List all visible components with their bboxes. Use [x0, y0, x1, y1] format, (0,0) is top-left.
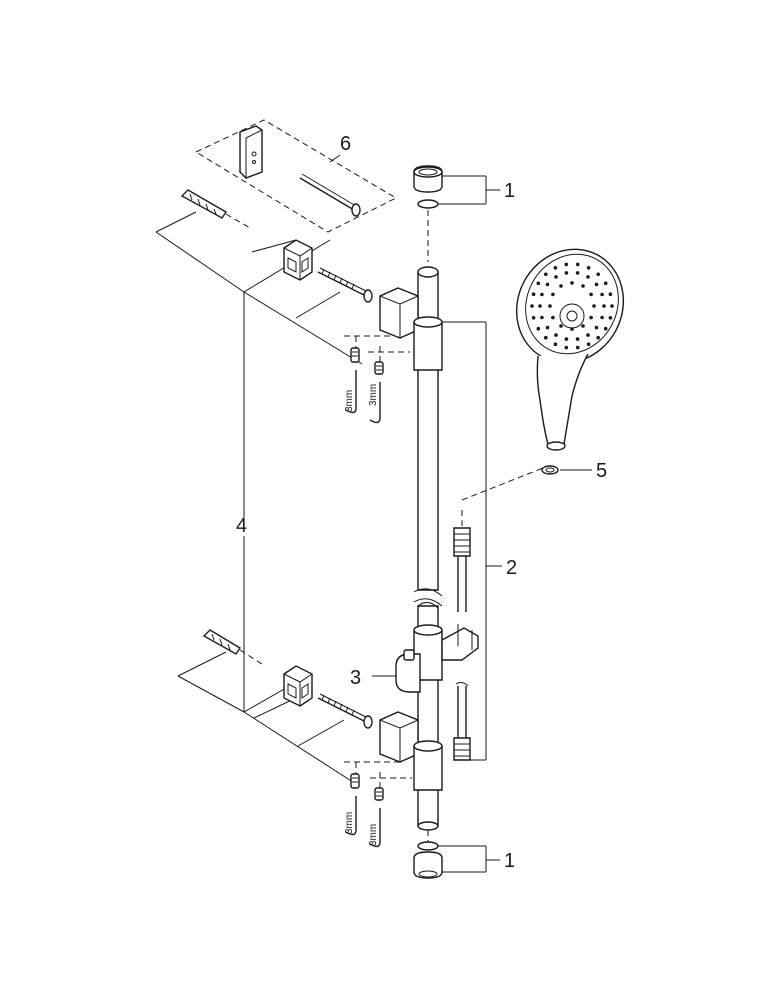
nozzle-dot [564, 271, 569, 275]
callout-4: 4 [236, 515, 247, 537]
upper-rail-bracket [379, 287, 443, 371]
callout-1-bottom: 1 [504, 850, 515, 872]
nozzle-dot [592, 304, 596, 308]
lower-screw [317, 693, 373, 729]
nozzle-dot [538, 304, 542, 308]
nozzle-dot [545, 282, 550, 287]
nozzle-dot [564, 345, 569, 350]
nozzle-dot [575, 337, 580, 341]
nozzle-dot [603, 281, 608, 286]
nozzle-dot [540, 315, 544, 320]
nozzle-dot [600, 315, 604, 320]
top-end-cap [413, 165, 443, 209]
part-2-leader [442, 321, 549, 761]
upper-screw [317, 267, 373, 303]
nozzle-dot [564, 337, 569, 341]
nozzle-dot [575, 271, 580, 275]
nozzle-dot [553, 342, 558, 347]
nozzle-dot [559, 284, 563, 288]
nozzle-dot [570, 327, 574, 331]
part-1-bottom-leader [438, 845, 500, 873]
nozzle-dot [551, 315, 555, 320]
nozzle-dot [596, 335, 600, 340]
nozzle-dot [600, 292, 604, 297]
lower-rail-bracket [379, 711, 443, 791]
nozzle-dot [559, 324, 563, 328]
hand-shower [515, 248, 625, 451]
nozzle-dot [531, 292, 536, 297]
part-1-top-leader [438, 175, 500, 205]
lower-bracket-block [283, 665, 313, 707]
nozzle-dot [544, 272, 548, 277]
nozzle-pattern [530, 262, 614, 350]
flow-washer [541, 465, 592, 475]
lower-hex-keys [344, 761, 412, 848]
nozzle-dot [545, 325, 550, 330]
nozzle-dot [548, 304, 552, 308]
nozzle-dot [544, 335, 548, 340]
nozzle-dot [581, 324, 585, 328]
nozzle-dot [570, 281, 574, 285]
nozzle-dot [581, 284, 585, 288]
bottom-end-cap [413, 841, 443, 879]
nozzle-dot [596, 272, 600, 277]
nozzle-dot [530, 304, 534, 308]
hex-key-label-3: 3mm [344, 812, 355, 834]
part-6-wall-template [194, 119, 398, 233]
upper-mounting-lines [155, 211, 363, 365]
nozzle-dot [536, 281, 541, 286]
nozzle-dot [589, 292, 593, 297]
nozzle-dot [594, 325, 599, 330]
upper-wall-plug [180, 189, 251, 229]
nozzle-dot [531, 316, 536, 320]
sliding-holder [395, 624, 479, 693]
nozzle-dot [608, 316, 613, 320]
nozzle-dot [603, 326, 608, 331]
callout-5: 5 [596, 460, 607, 482]
hex-key-label-2: 3mm [368, 384, 379, 406]
lower-mounting-lines [177, 651, 357, 785]
nozzle-dot [553, 266, 558, 270]
upper-hex-keys [344, 335, 410, 424]
nozzle-dot [575, 345, 580, 350]
nozzle-dot [540, 292, 544, 297]
nozzle-dot [610, 304, 614, 308]
callout-1-top: 1 [504, 180, 515, 202]
nozzle-dot [602, 304, 606, 308]
callout-2: 2 [506, 557, 517, 579]
nozzle-dot [586, 342, 591, 347]
nozzle-dot [586, 266, 591, 270]
nozzle-dot [594, 282, 599, 287]
hex-key-label-4: 3mm [368, 824, 379, 846]
hex-key-label-1: 3mm [344, 390, 355, 412]
nozzle-dot [608, 292, 613, 297]
nozzle-dot [586, 275, 590, 279]
nozzle-dot [564, 262, 569, 267]
nozzle-dot [589, 315, 593, 320]
callout-3: 3 [350, 667, 361, 689]
upper-bracket-block [283, 239, 313, 281]
nozzle-dot [554, 333, 558, 337]
nozzle-dot [586, 333, 590, 337]
nozzle-dot [551, 292, 555, 297]
nozzle-dot [554, 275, 558, 279]
nozzle-dot [575, 262, 580, 267]
nozzle-dot [536, 326, 541, 331]
lower-wall-plug [202, 629, 263, 665]
callout-6: 6 [340, 133, 351, 155]
